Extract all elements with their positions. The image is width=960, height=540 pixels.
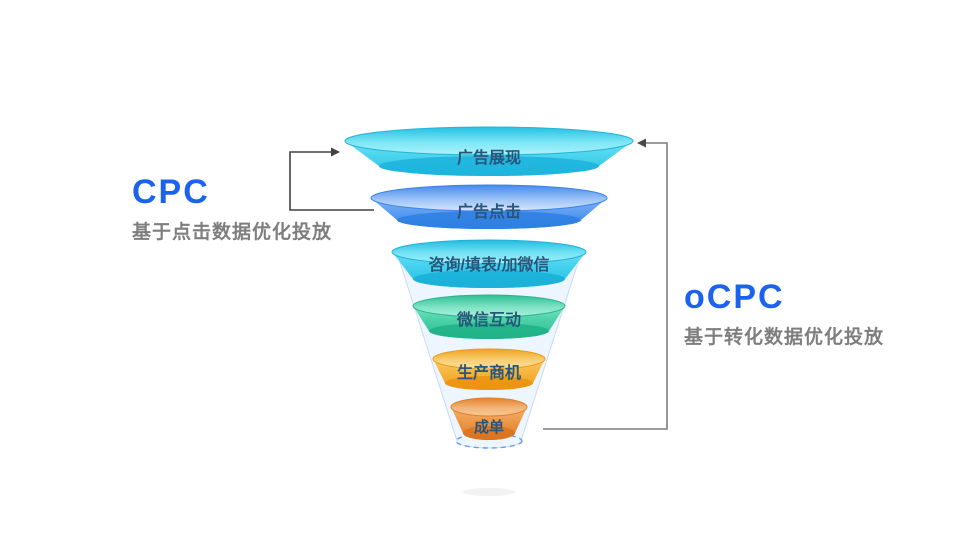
funnel-layer-label: 咨询/填表/加微信 [429,255,550,274]
ocpc-title: oCPC [684,278,785,316]
funnel-layer-bottom-shade [413,270,565,288]
funnel-layer-label: 广告展现 [457,148,521,167]
funnel-layer-business-opportunity: 生产商机 [432,348,546,390]
funnel-layer-bottom-shade [397,211,581,229]
funnel-layer-wechat-interaction: 微信互动 [412,294,566,339]
funnel-layer-consult-form-wechat: 咨询/填表/加微信 [391,239,587,288]
funnel-layer-bottom-shade [445,376,533,390]
funnel-layer-rim [432,348,546,370]
funnel-layer-rim [391,239,587,265]
cpc-annotation: CPC 基于点击数据优化投放 [132,173,332,245]
cpc-loop-arrowhead [331,147,340,157]
funnel-layer-rim [344,126,634,156]
funnel-layer-label: 微信互动 [456,310,521,329]
cpc-title: CPC [132,173,210,211]
funnel-layer-bottom-shade [463,426,515,440]
funnel-layer-deal-closed: 成单 [450,397,528,440]
funnel-layer-label: 成单 [474,418,504,436]
ocpc-loop-arrowhead [637,138,646,148]
funnel-layer-rim [450,397,528,417]
funnel-layer-label: 生产商机 [457,363,521,382]
cpc-loop-arrow [289,147,374,211]
funnel-bottom-dashed-ellipse [455,433,523,449]
funnel-layer-label: 广告点击 [457,202,521,221]
ocpc-annotation: oCPC 基于转化数据优化投放 [684,278,884,350]
ground-shadow [463,488,515,496]
funnel-layer-bottom-shade [429,323,549,339]
ocpc-loop-arrow [543,138,668,430]
funnel-layer-ad-impression: 广告展现 [344,126,634,176]
cpc-subtitle: 基于点击数据优化投放 [132,222,333,244]
funnel-layer-ad-click: 广告点击 [370,184,608,229]
ocpc-subtitle: 基于转化数据优化投放 [684,327,885,349]
ocpc-loop-arrow-line [543,142,668,430]
funnel-layer-rim [412,294,566,318]
funnel-layer-rim [370,184,608,212]
funnel-layer-bottom-shade [379,156,599,176]
cpc-loop-arrow-line [289,151,374,211]
